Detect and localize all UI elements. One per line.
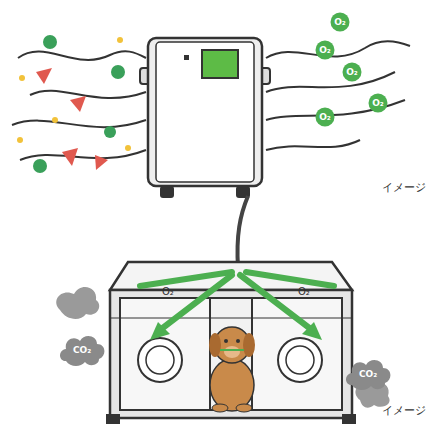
oxygen-circle: O₂ xyxy=(368,93,388,113)
image-note: イメージ xyxy=(382,180,426,195)
node-text: O₂ xyxy=(319,112,331,122)
oxygen-label: O₂ xyxy=(298,286,310,297)
oxygen-circle: O₂ xyxy=(315,107,335,127)
oxygen-circle: O₂ xyxy=(330,12,350,32)
oxygen-machine xyxy=(140,38,270,198)
oxygen-arrows xyxy=(140,272,334,330)
node-text: CO₂ xyxy=(359,369,377,379)
dog xyxy=(209,327,255,412)
node-text: O₂ xyxy=(334,17,346,27)
node-text: O₂ xyxy=(346,67,358,77)
air-particles xyxy=(17,35,131,173)
image-note: イメージ xyxy=(382,403,426,418)
node-text: O₂ xyxy=(319,45,331,55)
node-text: O₂ xyxy=(372,98,384,108)
co2-cloud xyxy=(56,287,99,319)
node-text: CO₂ xyxy=(73,345,91,355)
oxygen-circle: O₂ xyxy=(315,40,335,60)
air-lines xyxy=(12,51,146,160)
oxygen-label: O₂ xyxy=(162,286,174,297)
oxygen-capsule xyxy=(106,262,356,424)
co2-cloud: CO₂ xyxy=(58,332,106,368)
oxygen-lines xyxy=(266,41,410,150)
hose xyxy=(237,196,248,268)
co2-cloud: CO₂ xyxy=(344,356,392,392)
oxygen-circle: O₂ xyxy=(342,62,362,82)
